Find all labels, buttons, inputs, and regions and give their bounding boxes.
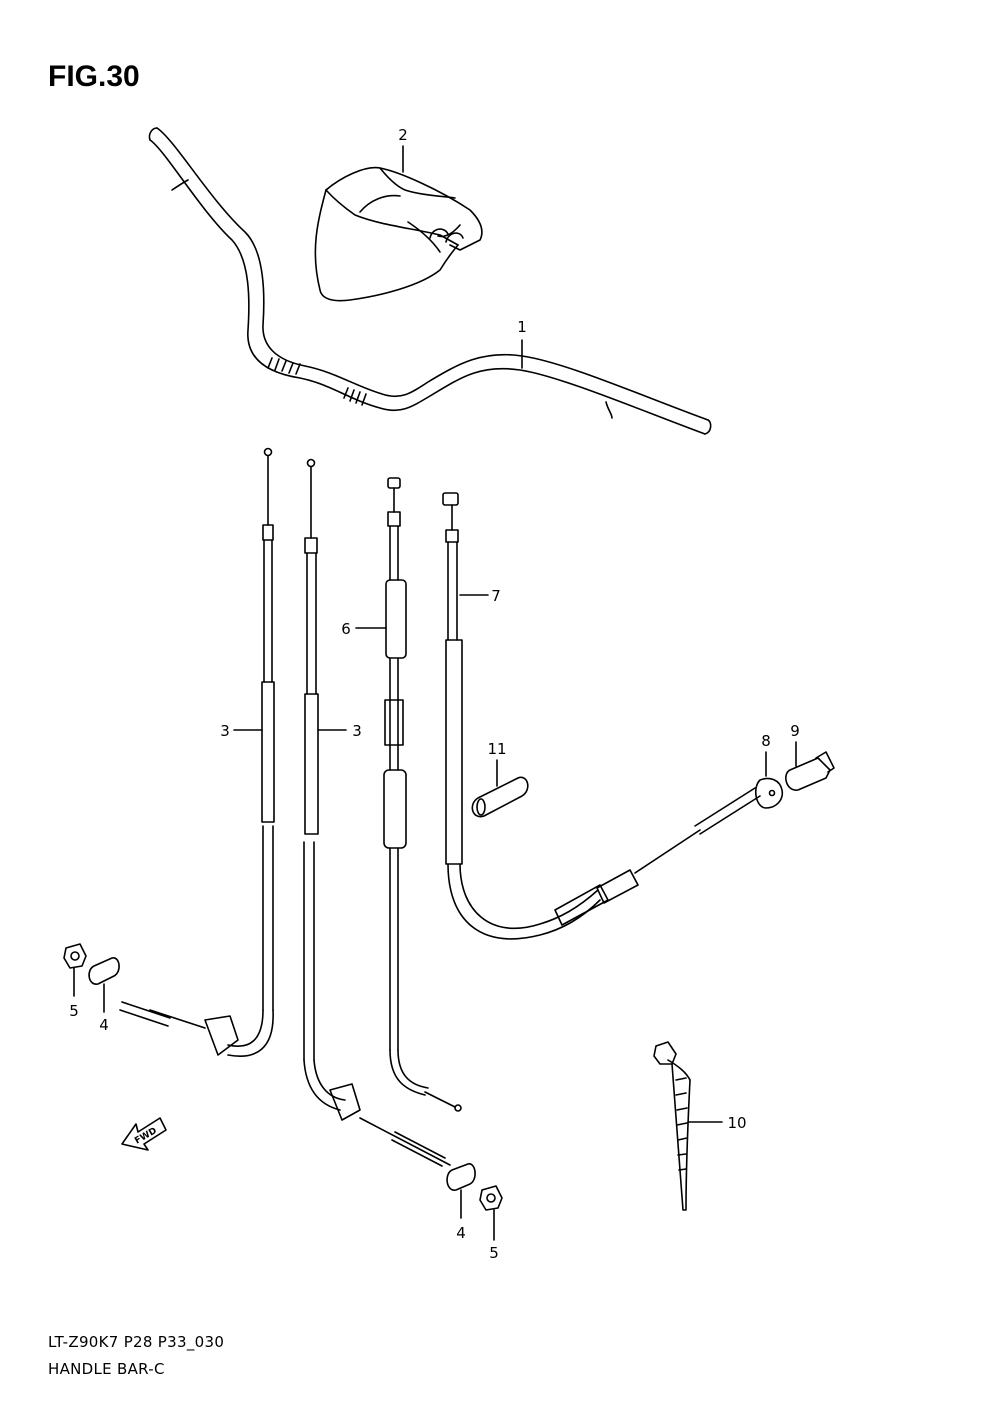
figure-title: FIG.30 [48,60,140,93]
cable-3-left [119,447,275,1057]
nut-5-lower [479,1185,503,1211]
callout-1: 1 [517,318,527,336]
callout-6: 6 [341,620,351,638]
callout-8: 8 [761,732,771,750]
handlebar-cover [314,166,483,302]
sleeve-4-lower [446,1163,476,1191]
callout-5-upper: 5 [69,1002,79,1020]
sleeve-4-upper [88,957,120,985]
fwd-arrow-icon [121,1117,167,1151]
nut-5-upper [63,943,87,969]
callout-11: 11 [487,740,506,758]
sleeve-11 [471,776,529,818]
callout-10: 10 [727,1114,746,1132]
callout-4-upper: 4 [99,1016,109,1034]
collar-8 [754,777,784,809]
callout-3-left: 3 [220,722,230,740]
callout-4-lower: 4 [456,1224,466,1242]
section-name: HANDLE BAR-C [48,1360,165,1378]
callout-9: 9 [790,722,800,740]
callout-5-lower: 5 [489,1244,499,1262]
cable-tie-10 [653,1041,691,1211]
callout-3-right: 3 [352,722,362,740]
cable-7 [442,492,761,940]
callout-7: 7 [491,587,501,605]
model-code: LT-Z90K7 P28 P33_030 [48,1333,225,1351]
fitting-9 [785,751,835,791]
handle-bar [148,127,712,435]
cable-3-right [303,458,451,1167]
cable-6 [383,477,462,1112]
callout-2: 2 [398,126,408,144]
